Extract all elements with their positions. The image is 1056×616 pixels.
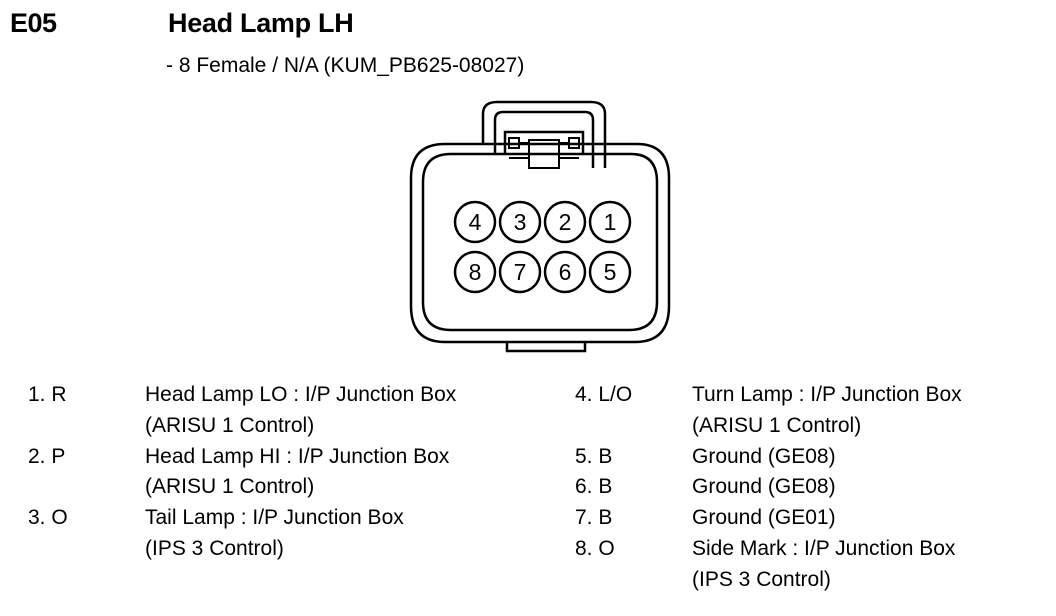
pin-circle-1 — [588, 200, 632, 244]
pin-label-1: 1 — [604, 209, 617, 235]
connector-latch-frame — [481, 100, 607, 168]
pin-label-4: 4 — [469, 209, 482, 235]
pin-description: Turn Lamp : I/P Junction Box (ARISU 1 Co… — [692, 383, 962, 437]
pin-circle-7 — [498, 250, 542, 294]
connector-code: E05 — [10, 8, 57, 38]
connector-inner-body — [421, 152, 659, 332]
connector-bottom-key — [505, 342, 587, 353]
pin-description: Side Mark : I/P Junction Box (IPS 3 Cont… — [692, 536, 956, 591]
pin-label-8: 8 — [469, 259, 482, 285]
pin-label-3: 3 — [514, 209, 527, 235]
pin-id: 2. P — [28, 444, 66, 468]
pin-description: Ground (GE01) — [692, 506, 836, 530]
pin-label-7: 7 — [514, 259, 527, 285]
connector-subtitle: - 8 Female / N/A (KUM_PB625-08027) — [166, 54, 525, 77]
pin-row-5: 5. B Ground (GE08) — [575, 442, 962, 473]
pin-id: 5. B — [575, 444, 613, 468]
pin-id: 1. R — [28, 383, 67, 406]
pin-circle-8 — [453, 250, 497, 294]
pin-id: 6. B — [575, 475, 613, 499]
connector-title: Head Lamp LH — [168, 8, 354, 38]
pin-id: 7. B — [575, 506, 613, 530]
pin-circle-4 — [453, 200, 497, 244]
pin-label-2: 2 — [559, 209, 572, 235]
pin-circle-5 — [588, 250, 632, 294]
pin-circle-6 — [543, 250, 587, 294]
pin-label-5: 5 — [604, 259, 617, 285]
pin-description: Ground (GE08) — [692, 444, 836, 468]
connector-latch-tab — [528, 139, 560, 169]
pin-description: Head Lamp LO : I/P Junction Box (ARISU 1… — [145, 383, 457, 437]
pin-row-2: 2. P Head Lamp HI : I/P Junction Box (AR… — [28, 442, 456, 504]
pin-id: 3. O — [28, 506, 68, 530]
pin-label-6: 6 — [559, 259, 572, 285]
pin-id: 8. O — [575, 536, 615, 560]
pin-description: Head Lamp HI : I/P Junction Box (ARISU 1… — [145, 444, 450, 499]
pin-row-6: 6. B Ground (GE08) — [575, 472, 962, 503]
connector-outer-body — [409, 142, 671, 344]
pin-table-left: 1. R Head Lamp LO : I/P Junction Box (AR… — [28, 380, 456, 565]
pin-row-3: 3. O Tail Lamp : I/P Junction Box (IPS 3… — [28, 503, 456, 565]
pin-id: 4. L/O — [575, 383, 633, 406]
pin-description: Ground (GE08) — [692, 475, 836, 499]
pin-table-right: 4. L/O Turn Lamp : I/P Junction Box (ARI… — [575, 380, 962, 596]
pin-row-4: 4. L/O Turn Lamp : I/P Junction Box (ARI… — [575, 380, 962, 442]
connector-diagram: 4 3 2 1 8 7 6 5 — [409, 100, 671, 353]
pin-row-1: 1. R Head Lamp LO : I/P Junction Box (AR… — [28, 380, 456, 442]
pin-circle-2 — [543, 200, 587, 244]
pin-row-8: 8. O Side Mark : I/P Junction Box (IPS 3… — [575, 534, 962, 596]
pin-circle-3 — [498, 200, 542, 244]
pin-row-7: 7. B Ground (GE01) — [575, 503, 962, 534]
pin-description: Tail Lamp : I/P Junction Box (IPS 3 Cont… — [145, 506, 404, 560]
